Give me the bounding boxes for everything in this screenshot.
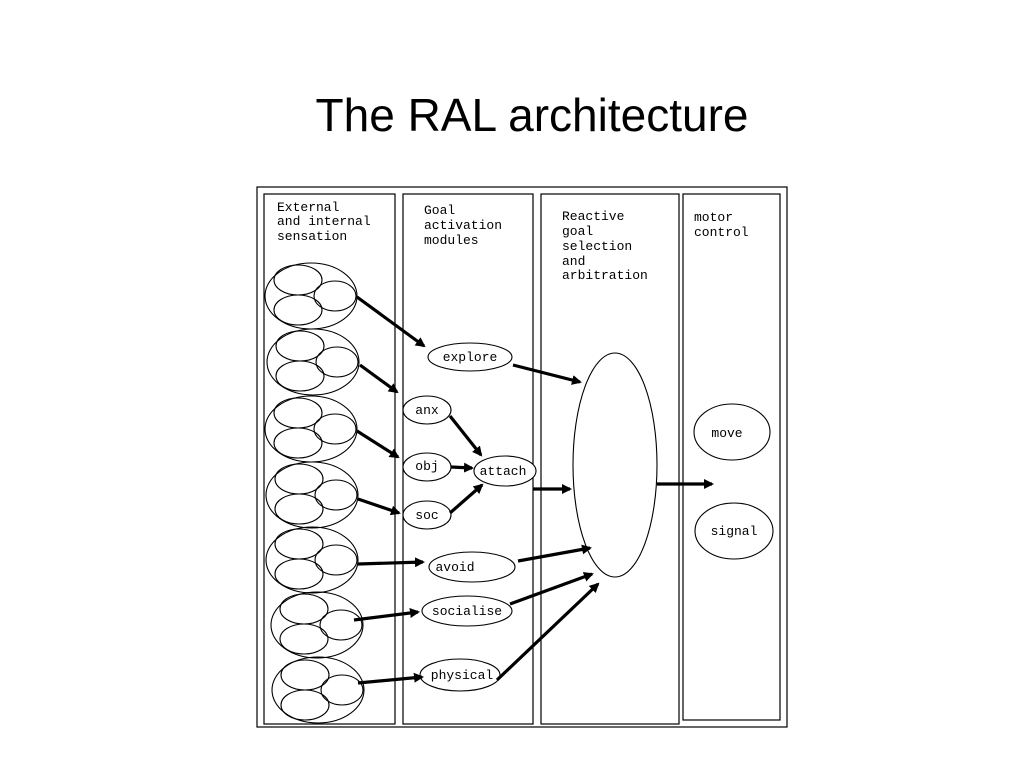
arbitration-node xyxy=(572,352,658,578)
reactive-heading: Reactive goal selection and arbitration xyxy=(562,209,648,283)
sensor-cluster-4 xyxy=(265,461,359,529)
avoid-label: avoid xyxy=(435,560,474,575)
soc-node xyxy=(402,500,452,530)
arrow-sensor2-anx xyxy=(359,363,399,394)
arrow-sensor1-explore xyxy=(356,295,426,348)
arrow-avoid-arbitration xyxy=(517,544,592,563)
sensor-cluster-2 xyxy=(266,328,360,396)
sensor-cluster-6 xyxy=(270,591,364,659)
explore-node xyxy=(427,342,513,372)
anx-node xyxy=(402,395,452,425)
reactive-column xyxy=(540,193,680,725)
anx-label: anx xyxy=(415,403,439,418)
sensation-heading: External and internal sensation xyxy=(277,200,378,244)
arrow-sensor7-physical xyxy=(357,672,424,685)
goal-activation-heading: Goal activation modules xyxy=(424,203,510,248)
motor-control-column xyxy=(682,193,781,721)
sensor-cluster-5 xyxy=(265,526,359,594)
socialise-node xyxy=(421,595,513,627)
sensation-column xyxy=(263,193,396,725)
arrow-sensor3-obj xyxy=(356,429,400,459)
sensor-cluster-1 xyxy=(264,262,358,330)
move-label: move xyxy=(711,426,742,441)
attach-label: attach xyxy=(480,464,527,479)
signal-label: signal xyxy=(711,524,758,539)
signal-node xyxy=(694,502,774,560)
sensor-cluster-3 xyxy=(264,395,358,463)
arrow-obj-attach xyxy=(450,462,474,473)
obj-label: obj xyxy=(415,459,438,474)
explore-label: explore xyxy=(443,350,498,365)
physical-label: physical xyxy=(431,668,494,683)
arrow-physical-arbitration xyxy=(495,582,600,682)
arrow-soc-attach xyxy=(448,483,484,515)
arrow-explore-arbitration xyxy=(512,363,582,385)
move-node xyxy=(693,403,771,461)
arrow-sensor4-soc xyxy=(357,497,401,516)
arrow-socialise-arbitration xyxy=(509,572,594,606)
goal-activation-column xyxy=(402,193,534,725)
socialise-label: socialise xyxy=(432,604,502,619)
sensor-cluster-7 xyxy=(271,656,365,724)
arrow-sensor6-socialise xyxy=(353,608,420,622)
diagram-frame xyxy=(256,186,788,728)
avoid-node xyxy=(428,551,516,583)
soc-label: soc xyxy=(415,508,438,523)
arrow-anx-attach xyxy=(448,415,483,457)
page-title: The RAL architecture xyxy=(315,89,749,141)
attach-node xyxy=(473,455,537,487)
motor-control-heading: motor control xyxy=(694,210,749,240)
arrow-sensor5-avoid xyxy=(357,557,425,568)
